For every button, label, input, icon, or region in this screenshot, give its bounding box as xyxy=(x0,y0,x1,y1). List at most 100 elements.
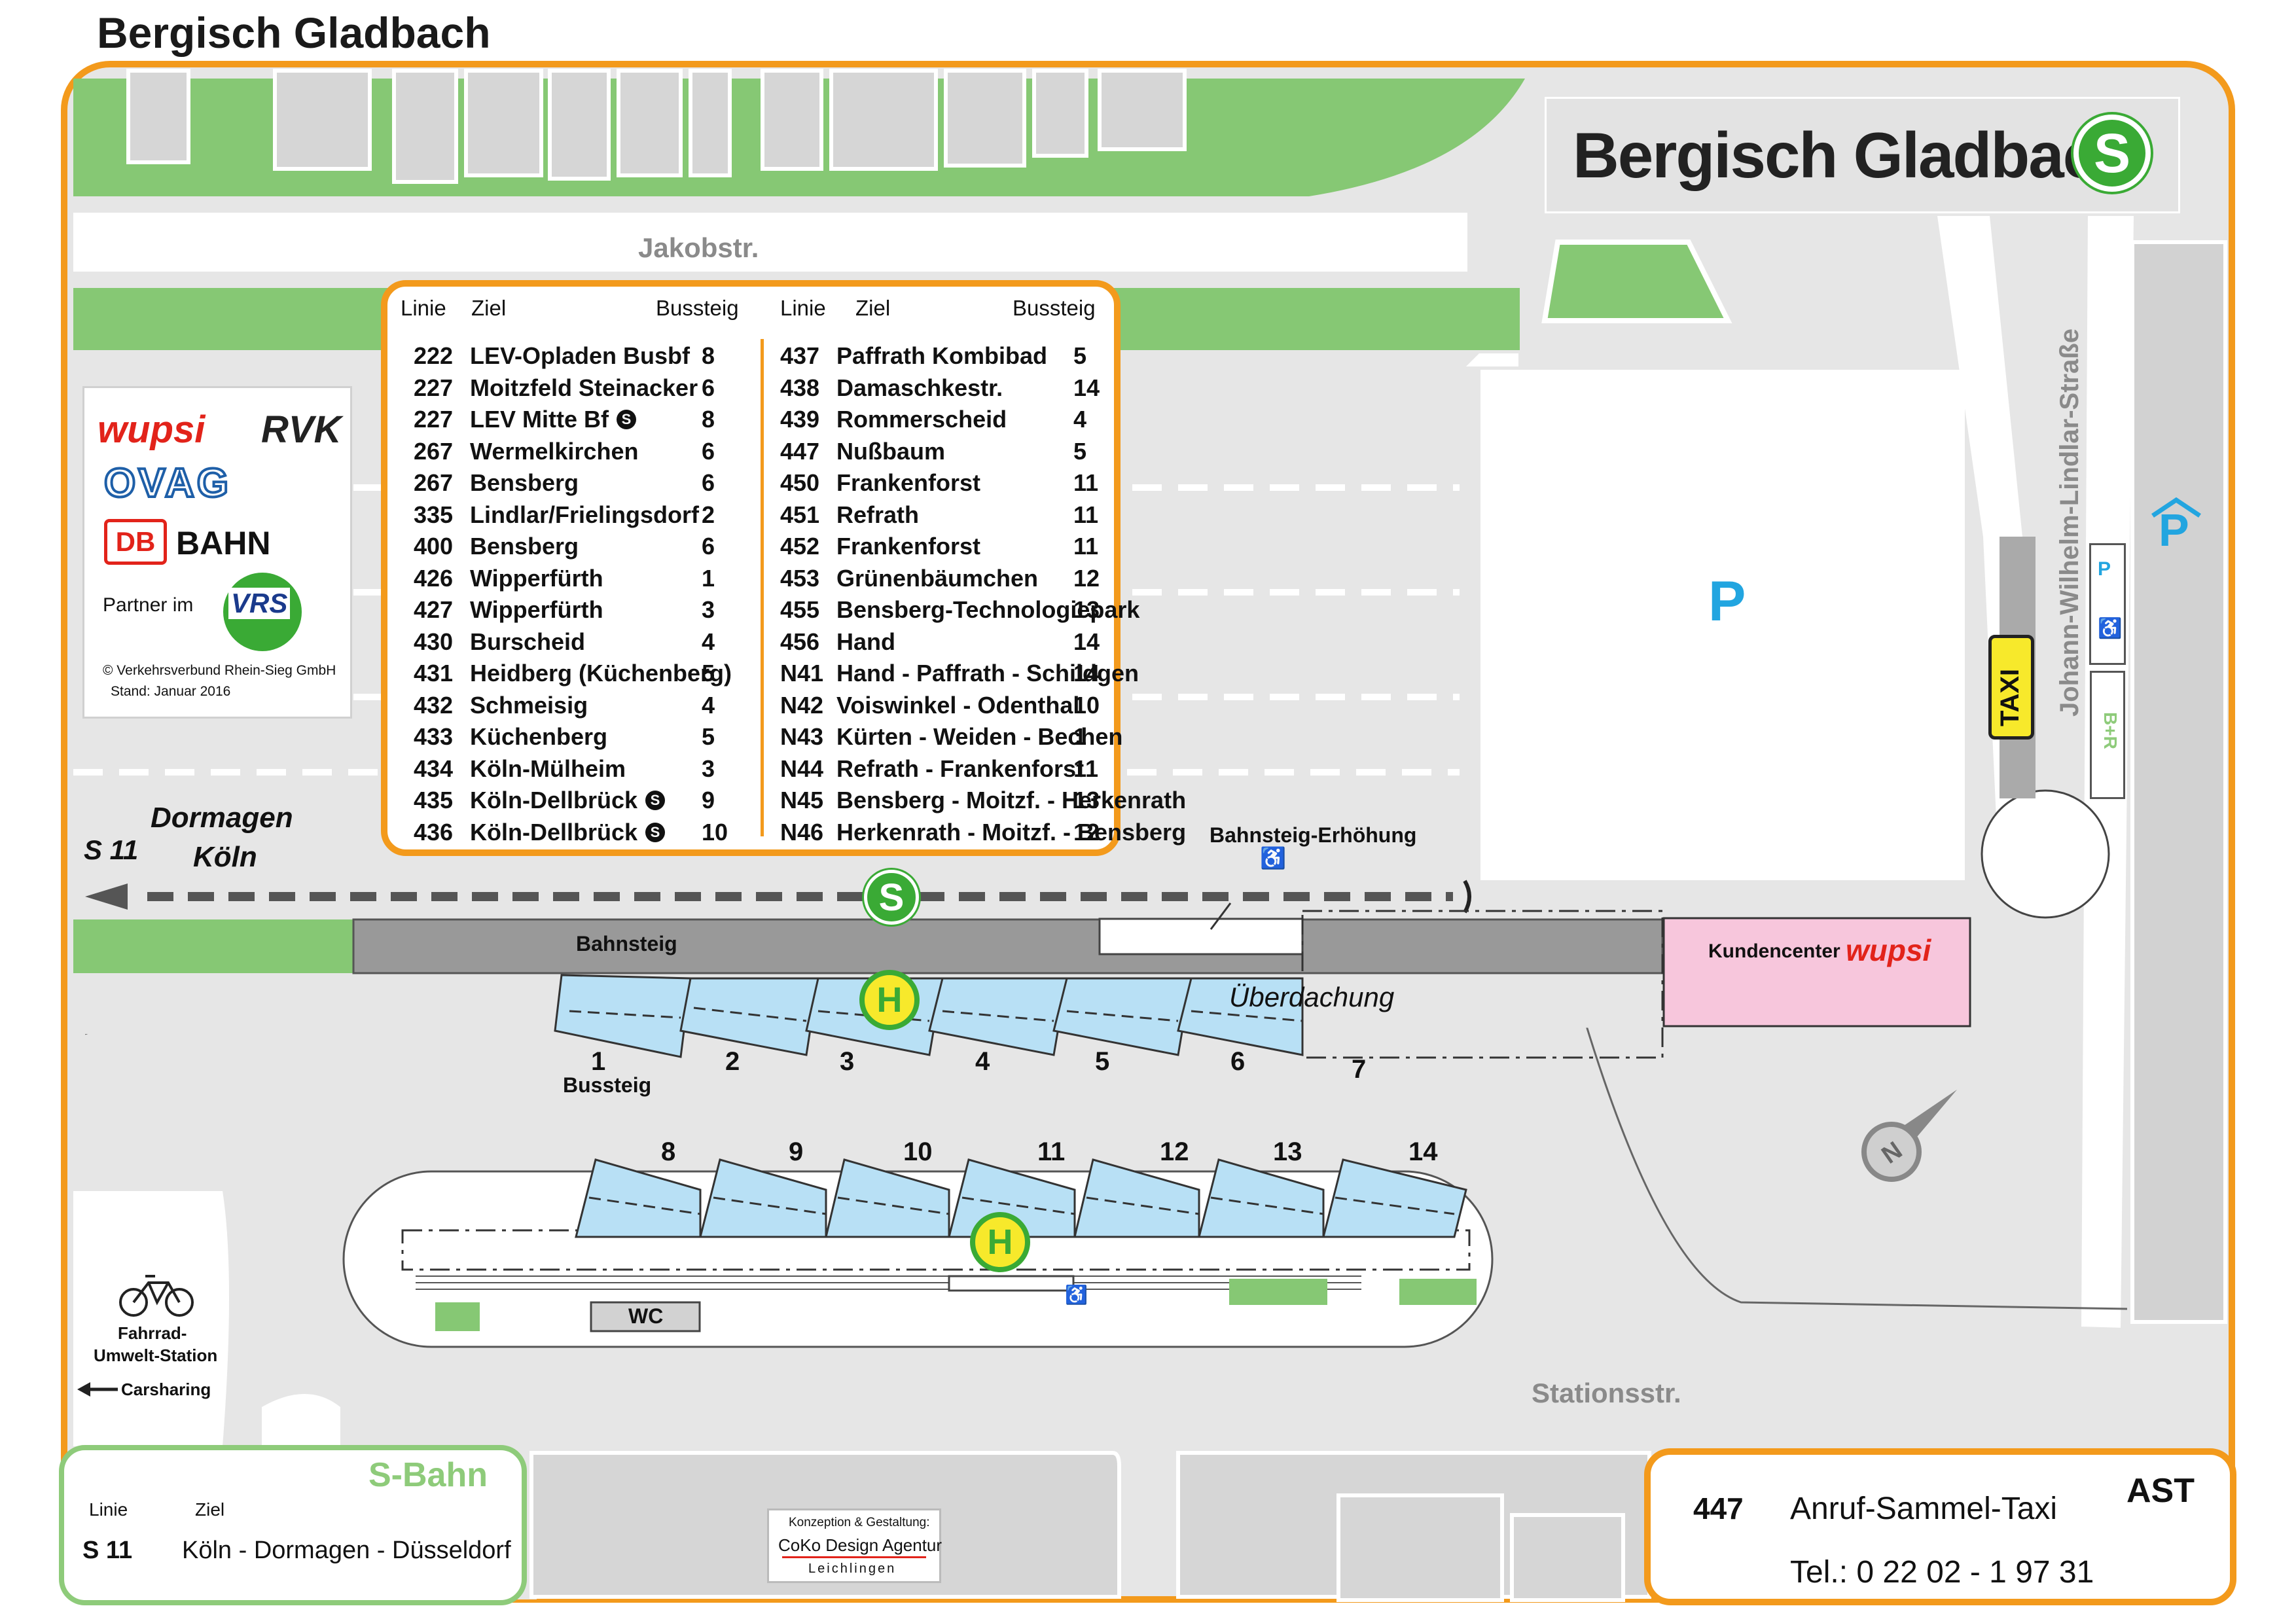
bus-line-bussteig: 3 xyxy=(702,755,715,782)
wc-building xyxy=(590,1301,701,1332)
bus-line-number: 267 xyxy=(414,437,454,465)
bus-line-destination: Köln-Dellbrück xyxy=(470,787,638,813)
jakobstr-road xyxy=(73,213,1467,272)
roundabout xyxy=(1981,789,2110,919)
bus-line-destination: Grünenbäumchen xyxy=(836,564,1039,592)
copyright-text: © Verkehrsverbund Rhein-Sieg GmbH xyxy=(103,663,336,678)
rvk-logo: RVK xyxy=(261,408,342,451)
sbahn-box-title: S-Bahn xyxy=(368,1456,488,1494)
bussteig-7: 7 xyxy=(1352,1055,1367,1084)
bicycle-icon xyxy=(119,1275,194,1317)
bus-line-bussteig: 11 xyxy=(1073,755,1099,782)
bus-line-bussteig: 8 xyxy=(702,406,715,433)
street-stationsstr: Stationsstr. xyxy=(1532,1378,1681,1408)
bus-line-bussteig: 10 xyxy=(702,818,728,846)
bus-line-destination: LEV Mitte Bf xyxy=(470,406,609,433)
platform-ramp xyxy=(1098,918,1304,955)
bus-line-number: 455 xyxy=(780,596,820,623)
bahnsteig-label: Bahnsteig xyxy=(576,932,677,955)
bus-line-number: 433 xyxy=(414,723,454,750)
carsharing-label: Carsharing xyxy=(121,1380,211,1399)
bus-line-number: 426 xyxy=(414,564,454,592)
bus-line-destination: Wipperfürth xyxy=(470,596,603,623)
station-sign: Bergisch Gladbach S xyxy=(1545,97,2180,213)
green-platform-left xyxy=(73,919,355,973)
bussteig-6: 6 xyxy=(1230,1047,1246,1076)
bus-line-destination: Köln-Dellbrück xyxy=(470,818,638,846)
bahn-logo: BAHN xyxy=(176,525,271,562)
bus-line-destination: Frankenforst xyxy=(836,533,981,560)
bussteig-9: 9 xyxy=(789,1137,804,1166)
vrs-logo: VRS xyxy=(228,588,291,619)
bus-line-bussteig: 2 xyxy=(702,501,715,528)
bus-line-number: N44 xyxy=(780,755,824,782)
parking-lot xyxy=(1480,370,1965,880)
bus-line-number: 430 xyxy=(414,628,454,655)
bussteig-14: 14 xyxy=(1408,1137,1438,1166)
bus-line-number: 435 xyxy=(414,787,454,813)
bus-line-bussteig: 11 xyxy=(1073,533,1099,560)
train-dest-dormagen: Dormagen xyxy=(151,802,293,834)
bus-line-destination: Hand xyxy=(836,628,895,655)
sbahn-linie-value: S 11 xyxy=(82,1537,133,1564)
disabled-parking-spot: P ♿ xyxy=(2089,543,2126,665)
bus-line-bussteig: 12 xyxy=(1073,818,1100,846)
bus-line-destination: Schmeisig xyxy=(470,691,588,719)
ast-label: Anruf-Sammel-Taxi xyxy=(1790,1491,2058,1526)
bus-line-number: 438 xyxy=(780,374,820,401)
bahnsteig-erhoehung-label: Bahnsteig-Erhöhung xyxy=(1210,823,1417,847)
bussteig-label: Bussteig xyxy=(563,1073,652,1097)
bussteig-13: 13 xyxy=(1273,1137,1302,1166)
bus-line-number: 456 xyxy=(780,628,820,655)
taxi-label: TAXI xyxy=(1996,668,2024,726)
bus-line-bussteig: 9 xyxy=(702,787,715,813)
bus-line-number: 451 xyxy=(780,501,820,528)
bus-line-number: 227 xyxy=(414,374,454,401)
parkhaus-p: P xyxy=(2159,505,2189,556)
bussteig-8: 8 xyxy=(661,1137,676,1166)
wc-label: WC xyxy=(628,1304,664,1328)
bussteig-11: 11 xyxy=(1037,1137,1066,1166)
bus-line-number: N41 xyxy=(780,660,824,687)
bus-line-bussteig: 10 xyxy=(1073,691,1100,719)
partner-logos: wupsi RVK OVAG DB BAHN Partner im VRS © … xyxy=(82,386,352,719)
sbahn-connection-icon: S xyxy=(617,410,636,429)
header-linie-right: Linie xyxy=(780,296,826,320)
disabled-icon: ♿ xyxy=(2098,618,2123,639)
header-ziel-left: Ziel xyxy=(471,296,507,320)
bus-line-destination: Damaschkestr. xyxy=(836,374,1003,401)
bussteig-1: 1 xyxy=(591,1047,606,1076)
ast-number: 447 xyxy=(1693,1491,1744,1525)
bus-line-number: 453 xyxy=(780,564,820,592)
roofs-bottom xyxy=(575,1158,1467,1238)
bus-line-destination: Bensberg-Technologiepark xyxy=(836,596,1140,623)
bus-lines-table: Linie Ziel Bussteig Linie Ziel Bussteig … xyxy=(381,280,1186,856)
small-p: P xyxy=(2098,558,2111,580)
br-spot: B+R xyxy=(2090,671,2125,799)
platform-extension-boundary xyxy=(1301,910,1664,1059)
kundencenter-label: Kundencenter xyxy=(1708,940,1840,962)
bus-line-bussteig: 11 xyxy=(1073,469,1099,496)
header-bussteig-right: Bussteig xyxy=(1013,296,1096,320)
bus-line-bussteig: 12 xyxy=(1073,564,1100,592)
bus-line-destination: Voiswinkel - Odenthal xyxy=(836,691,1080,719)
